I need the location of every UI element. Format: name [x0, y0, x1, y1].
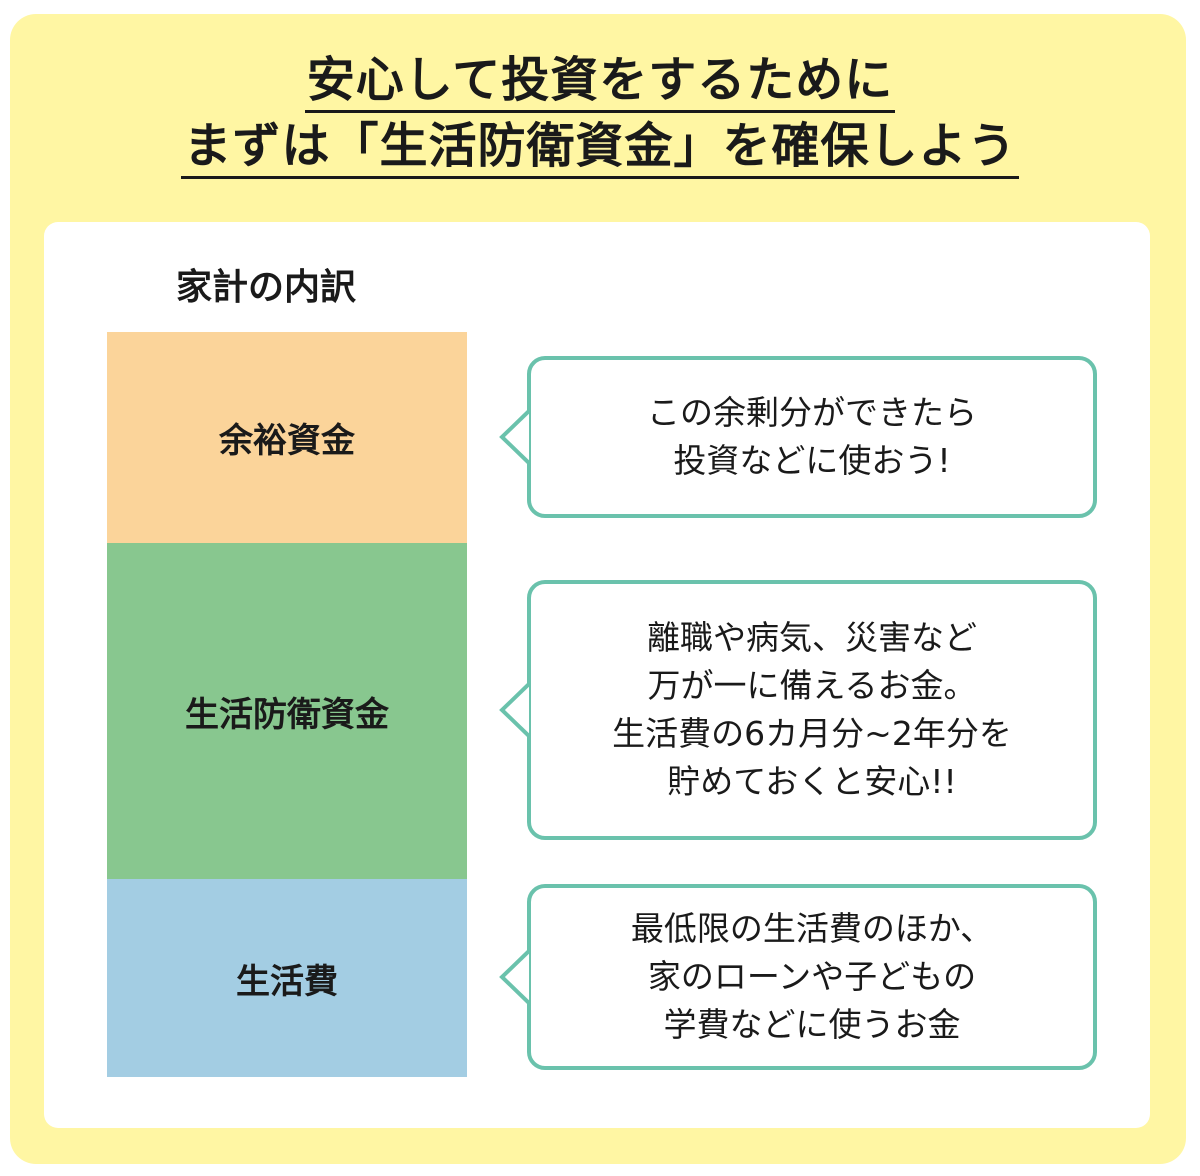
speech-bubble-defense: 離職や病気、災害など 万が一に備えるお金。 生活費の6カ月分~2年分を 貯めてお… — [499, 580, 1097, 840]
bubble-tail-icon — [499, 409, 529, 465]
bubble-text-line: 家のローンや子どもの — [647, 957, 977, 996]
block-label: 余裕資金 — [219, 421, 355, 461]
speech-bubble-living: 最低限の生活費のほか、 家のローンや子どもの 学費などに使うお金 — [499, 884, 1097, 1070]
bubble-text-line: 学費などに使うお金 — [663, 1005, 961, 1044]
bubble-text-line: この余剰分ができたら — [647, 393, 977, 432]
block-label: 生活防衛資金 — [185, 694, 389, 735]
block-defense-funds: 生活防衛資金 — [107, 543, 467, 879]
bubble-tail-icon — [499, 682, 529, 738]
title-line-1: 安心して投資をするために — [304, 50, 896, 113]
title-line-2: まずは「生活防衛資金」を確保しよう — [181, 116, 1019, 179]
bubble-text-line: 投資などに使おう! — [673, 441, 951, 480]
block-surplus-funds: 余裕資金 — [107, 332, 467, 543]
bubble-text-line: 最低限の生活費のほか、 — [630, 909, 994, 948]
speech-bubble-surplus: この余剰分ができたら 投資などに使おう! — [499, 356, 1097, 518]
block-living-expenses: 生活費 — [107, 879, 467, 1077]
bubble-text-line: 万が一に備えるお金。 — [647, 666, 977, 705]
page-title: 安心して投資をするために まずは「生活防衛資金」を確保しよう — [0, 50, 1200, 182]
bubble-text-line: 離職や病気、災害など — [647, 618, 977, 657]
bubble-text-line: 貯めておくと安心!! — [667, 762, 957, 801]
block-label: 生活費 — [236, 961, 338, 1002]
bubble-tail-icon — [499, 949, 529, 1005]
bubble-text-line: 生活費の6カ月分~2年分を — [612, 714, 1012, 753]
section-label: 家計の内訳 — [176, 267, 357, 308]
